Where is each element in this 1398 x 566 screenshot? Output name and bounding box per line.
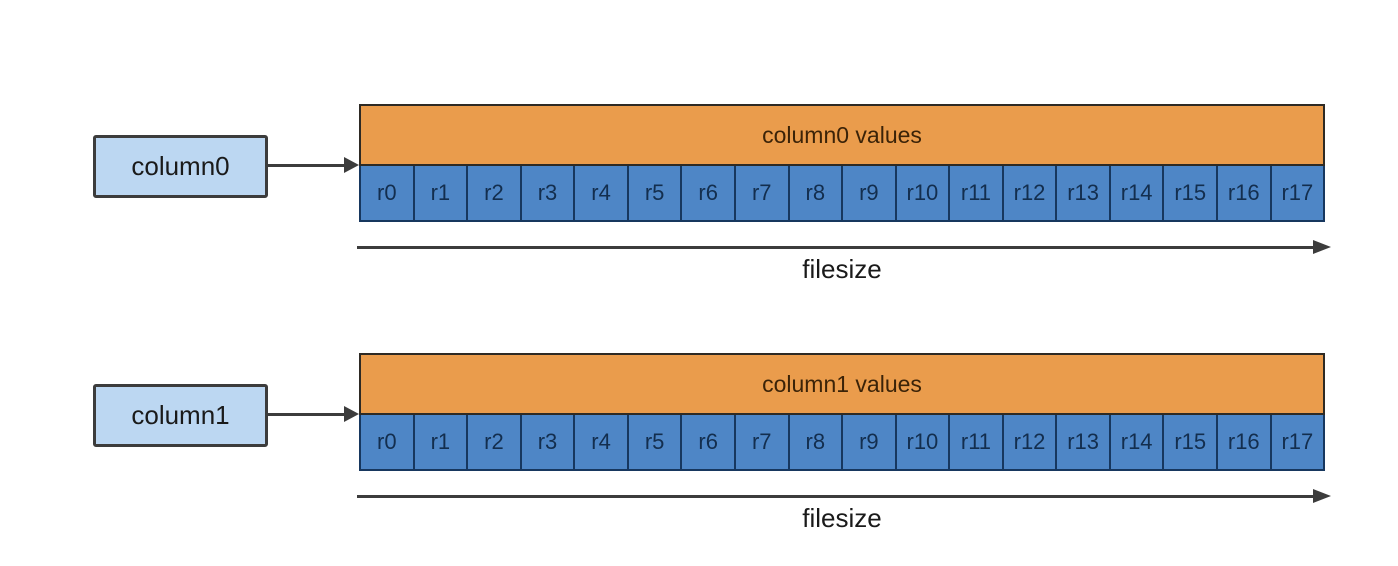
row-cell: r12 bbox=[1003, 415, 1058, 469]
row-cell: r16 bbox=[1218, 415, 1272, 469]
row-cell: r6 bbox=[682, 166, 736, 220]
row-cell: r11 bbox=[950, 415, 1004, 469]
row-cell: r7 bbox=[735, 415, 790, 469]
row-cell: r0 bbox=[361, 166, 415, 220]
column0-pointer-box: column0 bbox=[93, 135, 268, 198]
column0-connector-arrow bbox=[268, 164, 348, 167]
column1-connector-arrow bbox=[268, 413, 348, 416]
row-cell: r13 bbox=[1057, 166, 1111, 220]
row-cell: r3 bbox=[521, 166, 576, 220]
row-cell: r8 bbox=[789, 166, 844, 220]
row-cell: r5 bbox=[628, 166, 683, 220]
row-cell: r10 bbox=[896, 166, 951, 220]
column1-pointer-box: column1 bbox=[93, 384, 268, 447]
column1-values-header: column1 values bbox=[359, 353, 1325, 415]
row-cell: r4 bbox=[575, 415, 629, 469]
column1-filesize-arrow bbox=[357, 495, 1315, 498]
row-cell: r17 bbox=[1271, 415, 1324, 469]
row-cell: r10 bbox=[896, 415, 951, 469]
column0-pointer-label: column0 bbox=[131, 151, 230, 181]
row-cell: r9 bbox=[843, 415, 897, 469]
row-cell: r1 bbox=[414, 166, 469, 220]
row-cell: r12 bbox=[1003, 166, 1058, 220]
row-cell: r7 bbox=[735, 166, 790, 220]
row-cell: r15 bbox=[1164, 166, 1218, 220]
row-cell: r8 bbox=[789, 415, 844, 469]
row-cell: r0 bbox=[361, 415, 415, 469]
row-cell: r13 bbox=[1057, 415, 1111, 469]
row-cell: r1 bbox=[414, 415, 469, 469]
column1-connector-arrowhead-icon bbox=[344, 406, 359, 422]
row-cell: r6 bbox=[682, 415, 736, 469]
column0-values-label: column0 values bbox=[762, 121, 922, 148]
row-cell: r5 bbox=[628, 415, 683, 469]
column1-filesize-label: filesize bbox=[802, 503, 882, 533]
column1-filesize-arrowhead-icon bbox=[1313, 489, 1331, 503]
row-cell: r16 bbox=[1218, 166, 1272, 220]
column0-connector-arrowhead-icon bbox=[344, 157, 359, 173]
column0-values-header: column0 values bbox=[359, 104, 1325, 166]
row-cell: r2 bbox=[468, 166, 522, 220]
column1-pointer-label: column1 bbox=[131, 400, 230, 430]
row-cell: r4 bbox=[575, 166, 629, 220]
row-cell: r11 bbox=[950, 166, 1004, 220]
row-cell: r14 bbox=[1110, 166, 1165, 220]
column0-filesize-label: filesize bbox=[802, 254, 882, 284]
row-cell: r2 bbox=[468, 415, 522, 469]
row-cell: r14 bbox=[1110, 415, 1165, 469]
column0-filesize-arrowhead-icon bbox=[1313, 240, 1331, 254]
row-cell: r17 bbox=[1271, 166, 1324, 220]
column1-values-label: column1 values bbox=[762, 370, 922, 397]
row-cell: r15 bbox=[1164, 415, 1218, 469]
row-cell: r9 bbox=[843, 166, 897, 220]
row-cell: r3 bbox=[521, 415, 576, 469]
column0-filesize-arrow bbox=[357, 246, 1315, 249]
